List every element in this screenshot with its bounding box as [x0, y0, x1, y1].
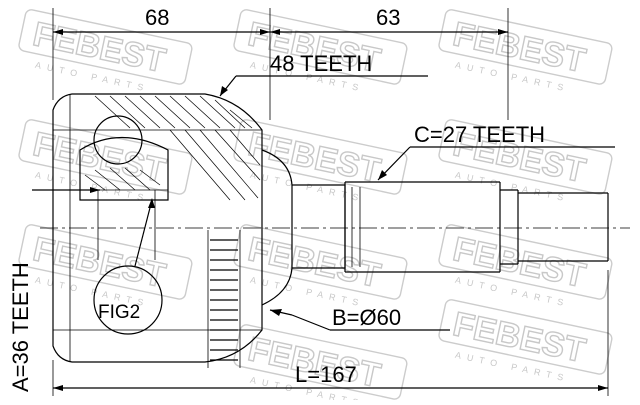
watermark: FEBEST AUTO PARTS [233, 119, 408, 204]
diameter-leader [269, 309, 450, 331]
dim-label-68: 68 [145, 5, 169, 30]
fig2-label: FIG2 [98, 302, 140, 323]
watermark: FEBEST AUTO PARTS [18, 119, 193, 204]
total-length-dimension [52, 270, 609, 396]
watermark: FEBEST AUTO PARTS [233, 224, 408, 309]
diameter-label: B=Ø60 [332, 305, 401, 330]
abs-ring [207, 230, 241, 368]
dim-label-63: 63 [376, 5, 400, 30]
outer-teeth-label: 48 TEETH [270, 51, 372, 76]
shaft-teeth-label: C=27 TEETH [414, 122, 545, 147]
arrow-head [270, 29, 280, 35]
arrow-head [260, 29, 270, 35]
arrow-head [498, 29, 508, 35]
inner-cage [79, 115, 169, 260]
top-dimension-lines [52, 8, 509, 120]
watermark: FEBEST AUTO PARTS [438, 9, 613, 94]
watermark: FEBEST AUTO PARTS [438, 299, 613, 384]
arrow-head [53, 29, 63, 35]
shaft [261, 149, 609, 306]
total-length-label: L=167 [295, 362, 357, 387]
inner-teeth-label: A=36 TEETH [8, 262, 33, 392]
fig2-detail [93, 198, 163, 335]
outer-teeth-leader [219, 75, 428, 97]
shaft-teeth-leader [377, 146, 615, 181]
inner-teeth-leader [32, 187, 100, 193]
